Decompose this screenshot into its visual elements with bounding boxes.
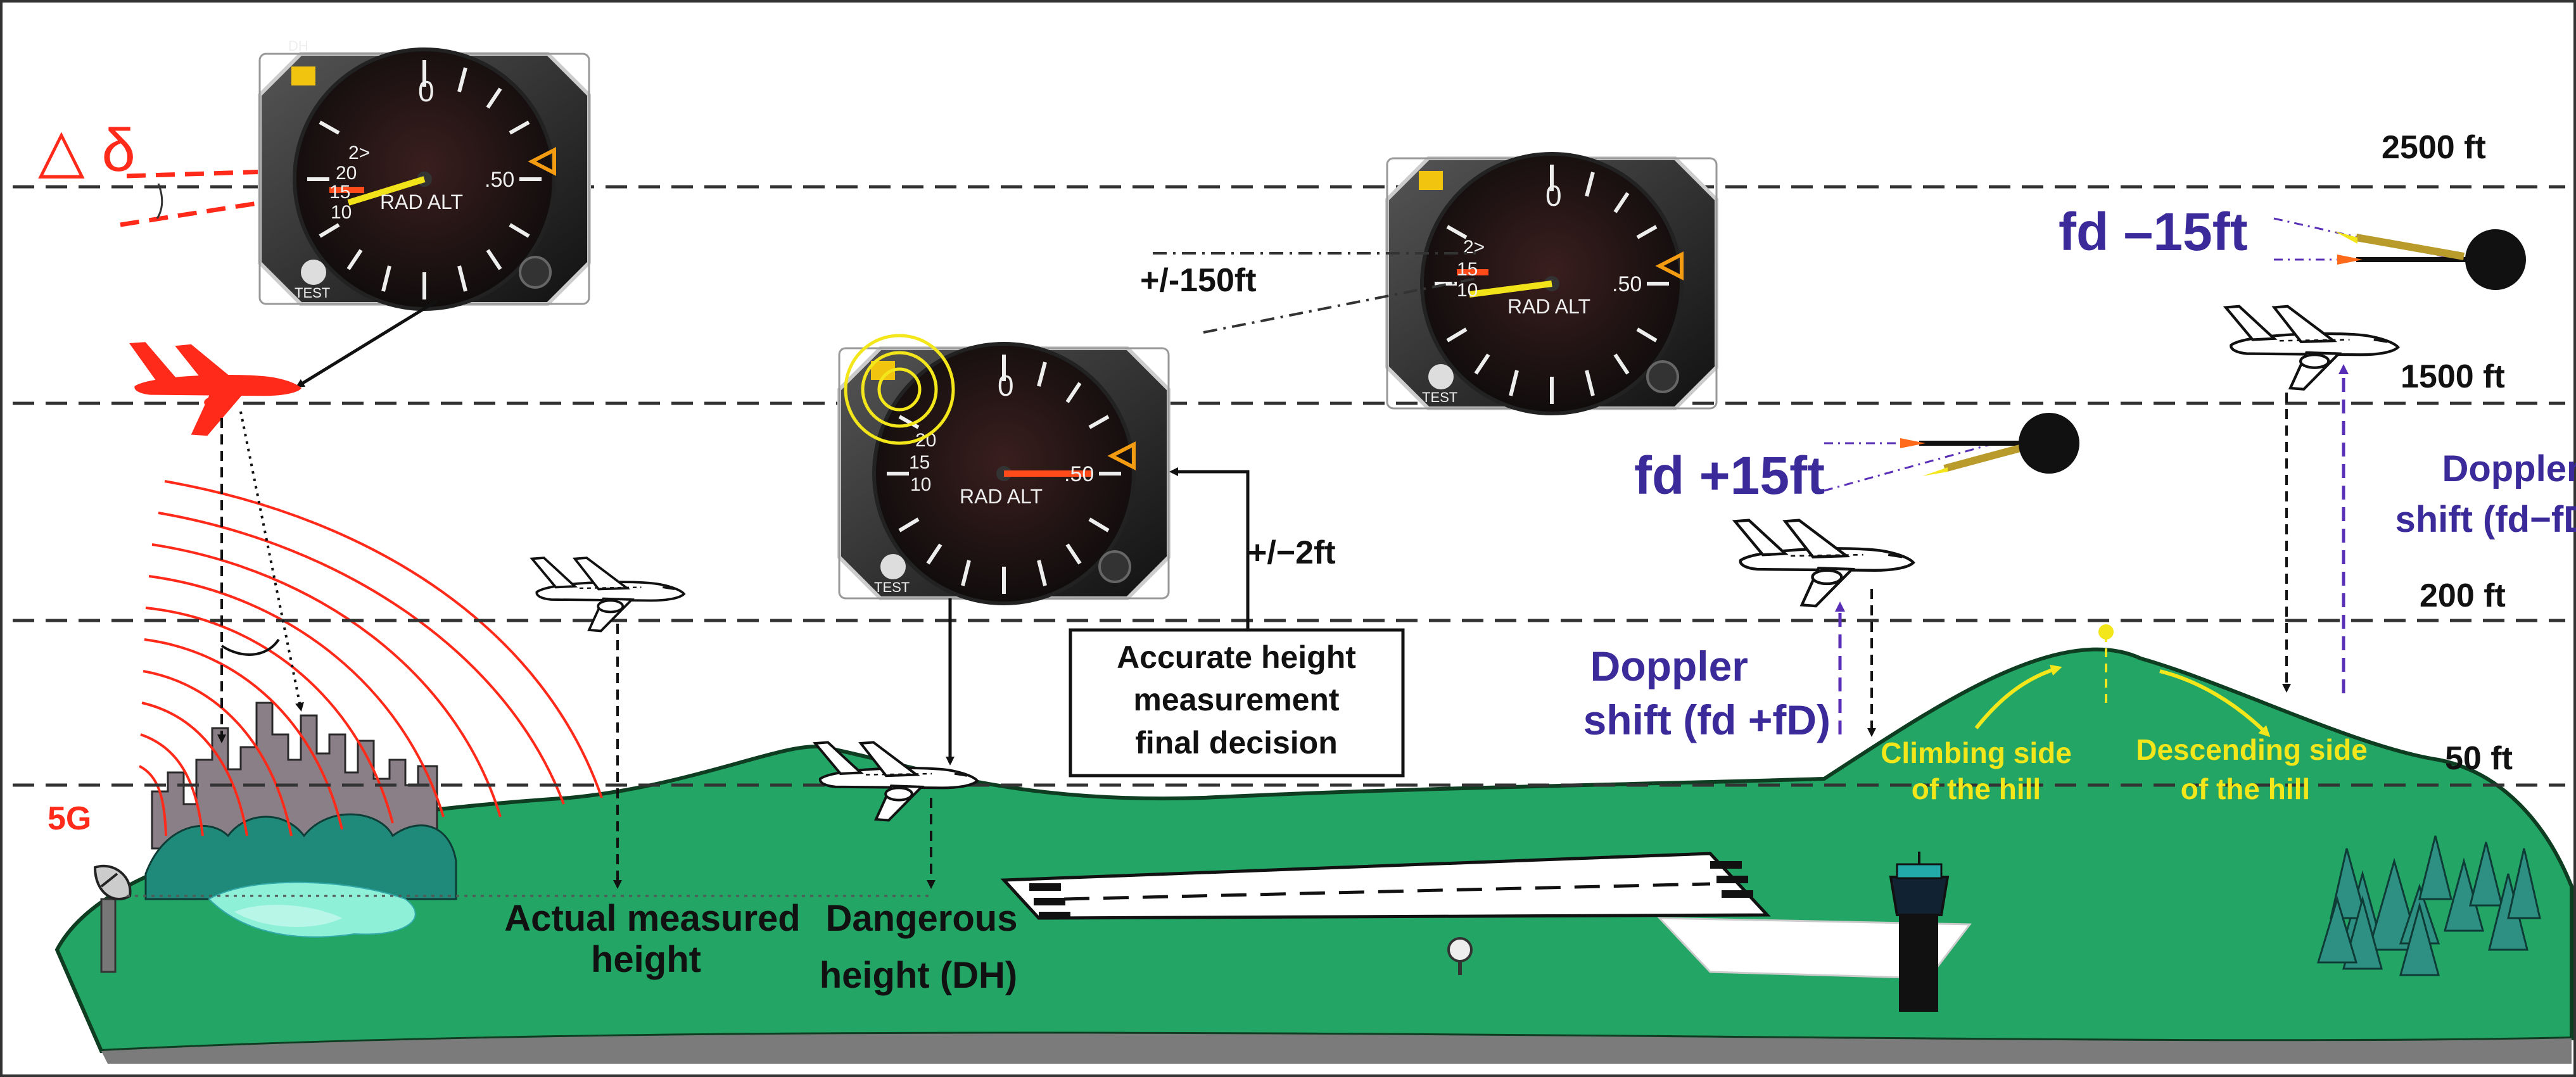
ground-shadow [101,1033,2572,1064]
fiveg-label: 5G [48,800,91,837]
fd-plus-label: fd +15ft [1634,446,1825,505]
svg-text:0: 0 [418,75,435,108]
svg-text:2>: 2> [348,142,370,163]
red-plane [129,342,301,436]
svg-text:20: 20 [336,163,357,184]
control-tower [1889,852,1950,1012]
actual-height-line-1: Actual measured [504,898,800,939]
accurate-height-box [1069,628,1405,778]
svg-text:RAD ALT: RAD ALT [380,191,463,213]
fd-minus-label: fd –15ft [2059,202,2248,261]
doppler-plus-line-2: shift (fd +fD) [1583,696,1830,743]
svg-text:10: 10 [331,202,352,223]
svg-text:10: 10 [1457,280,1478,301]
svg-text:RAD ALT: RAD ALT [960,485,1043,508]
descending-line-2: of the hill [2181,772,2310,805]
doppler-minus-line-2: shift (fd−fD) [2395,499,2576,540]
actual-height-line-2: height [591,939,701,980]
hill-peak [1974,624,2271,738]
dangerous-height-line-2: height (DH) [820,955,1018,996]
red-plane-rays [217,411,304,743]
dh-alert-rings [844,334,955,445]
accurate-height-line-2: measurement [1133,682,1339,717]
fd-minus-indicator [2273,217,2526,290]
doppler-arrows [1835,364,2349,734]
climbing-line-2: of the hill [1912,772,2041,805]
forest [2316,835,2541,976]
fd-plus-text: fd +15ft [1634,446,1825,505]
accurate-height-line-3: final decision [1135,725,1338,760]
gauge1-arrow [295,299,438,388]
svg-text:.50: .50 [485,168,514,192]
tolerance-2-label: +/−2ft [1248,534,1336,571]
altitude-1500: 1500 ft [2401,358,2505,395]
descending-line-1: Descending side [2136,733,2368,766]
altitude-2500: 2500 ft [2382,129,2486,166]
altitude-50: 50 ft [2445,740,2513,777]
rad-alt-gauge-2: 0 .50 20 15 10 RAD ALT TEST [839,344,1169,603]
svg-text:TEST: TEST [1422,389,1457,405]
tolerance-150-label: +/-150ft [1140,262,1257,299]
svg-text:10: 10 [910,474,931,495]
altitude-lines [13,185,2565,787]
svg-text:2>: 2> [1463,237,1485,258]
rad-alt-gauge-1: 2> 20 15 10 0 .50 RAD ALT DH TEST [260,38,589,309]
accurate-height-line-1: Accurate height [1117,639,1356,675]
runway [1000,852,1972,979]
svg-text:15: 15 [1457,259,1478,280]
height-arrows [613,393,2291,889]
doppler-plus-line-1: Doppler [1590,643,1748,690]
dangerous-height-line-1: Dangerous [826,898,1018,939]
svg-text:.50: .50 [1612,272,1642,296]
svg-text:.50: .50 [1064,462,1094,486]
signal-arcs [139,480,603,836]
svg-text:RAD ALT: RAD ALT [1507,295,1590,318]
rad-alt-gauge-3: 0 .50 2> 15 10 RAD ALT TEST [1387,154,1716,413]
svg-text:DH: DH [288,38,308,54]
svg-text:0: 0 [998,369,1014,402]
svg-text:TEST: TEST [874,579,910,595]
fd-plus-indicator [1824,413,2079,492]
altitude-200: 200 ft [2420,577,2506,614]
svg-text:TEST: TEST [295,285,330,301]
5g-antenna [93,864,132,973]
svg-text:15: 15 [909,452,930,473]
doppler-minus-line-1: Doppler [2442,448,2576,489]
tolerance-150-lines [1153,252,1476,334]
delta-delta-label: △ δ [38,117,136,184]
svg-text:0: 0 [1545,179,1562,212]
climbing-line-1: Climbing side [1881,736,2072,769]
ils-beacon [1447,937,1473,975]
fd-minus-text: fd –15ft [2059,202,2248,261]
svg-text:15: 15 [329,182,350,203]
